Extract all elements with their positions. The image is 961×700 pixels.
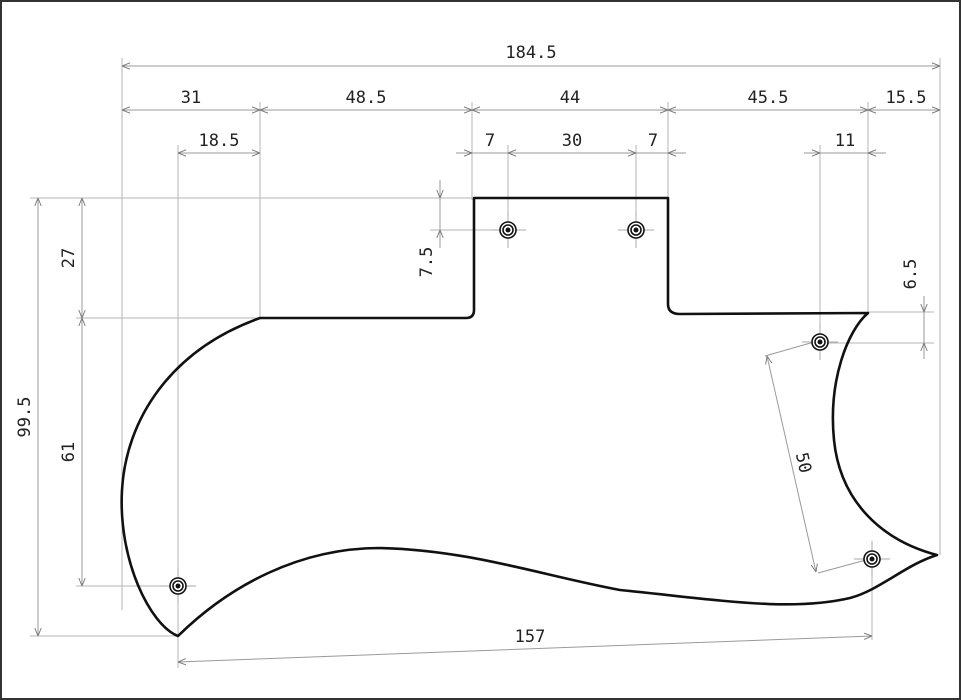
dim-7-left: 7 <box>485 131 495 151</box>
hole-right-lower <box>854 541 890 577</box>
dim-18-5: 18.5 <box>199 131 240 151</box>
dim-31: 31 <box>181 88 201 108</box>
dim-30: 30 <box>562 131 582 151</box>
hole-top-right <box>618 212 654 248</box>
hole-top-left <box>490 212 526 248</box>
dim-45-5: 45.5 <box>748 88 789 108</box>
dim-7-5: 7.5 <box>417 247 437 278</box>
dim-overall-width: 184.5 <box>505 43 556 63</box>
dim-6-5: 6.5 <box>901 259 921 290</box>
dim-61: 61 <box>59 442 79 462</box>
dim-27: 27 <box>59 248 79 268</box>
mounting-holes <box>160 212 890 604</box>
dim-157: 157 <box>515 627 546 647</box>
dim-11: 11 <box>835 131 855 151</box>
pickguard-outline <box>120 196 939 638</box>
dim-99-5: 99.5 <box>15 397 35 438</box>
dim-15-5: 15.5 <box>886 88 927 108</box>
dim-44: 44 <box>560 88 580 108</box>
dim-48-5: 48.5 <box>346 88 387 108</box>
dim-50: 50 <box>791 451 815 475</box>
hole-right-upper <box>802 324 838 360</box>
dimension-labels: 184.5 31 48.5 44 45.5 15.5 18.5 7 30 7 1… <box>15 43 926 647</box>
dimension-lines <box>38 66 940 662</box>
hole-bottom-left <box>160 568 196 604</box>
dim-7-right: 7 <box>648 131 658 151</box>
